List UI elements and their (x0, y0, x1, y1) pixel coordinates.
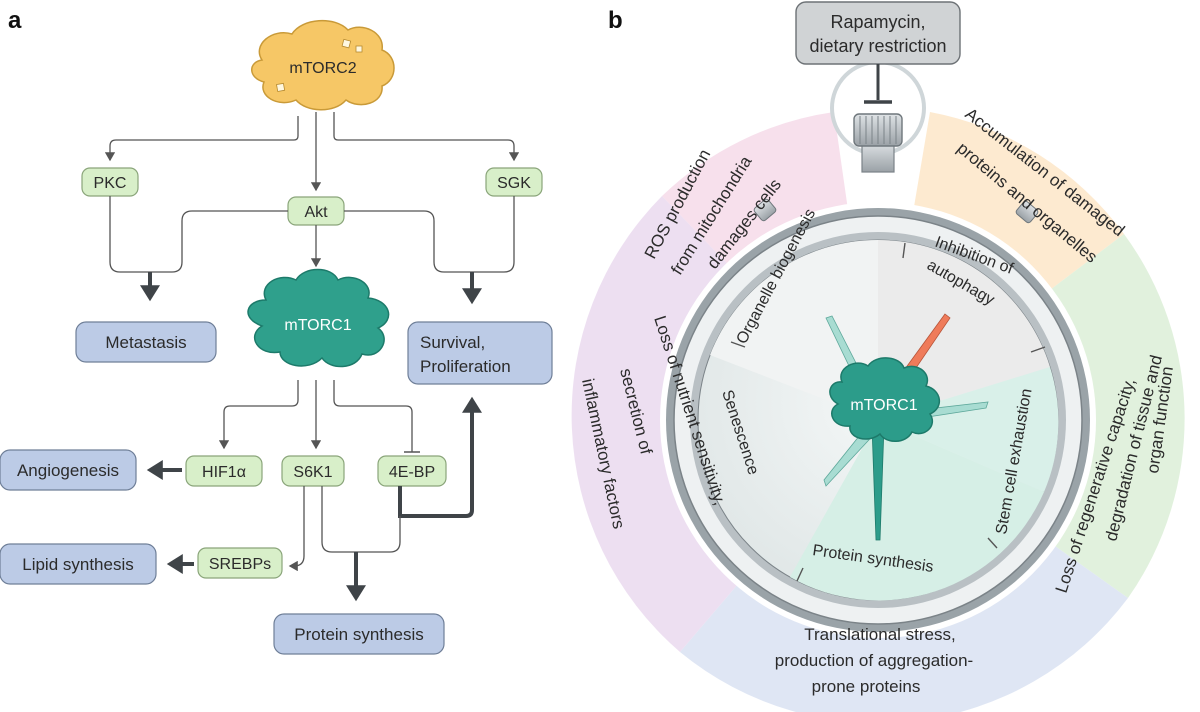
mtorc1-label-b: mTORC1 (850, 397, 917, 414)
trans-line-3: prone proteins (812, 677, 921, 696)
protein-synthesis-label: Protein synthesis (294, 625, 423, 644)
metastasis-node (75, 321, 217, 363)
label-translation: Translational stress, production of aggr… (775, 625, 973, 696)
hif1a-label: HIF1α (202, 464, 246, 481)
edge-akt-survival (344, 210, 472, 273)
edge-pkc-metastasis (109, 196, 150, 273)
s6k1-label: S6K1 (293, 464, 332, 481)
akt-label: Akt (304, 204, 328, 221)
srebps-node (197, 547, 283, 579)
rapamycin-label-2: dietary restriction (809, 36, 946, 56)
edge-s6k1-srebps (288, 486, 305, 572)
protein-synthesis-node (273, 613, 445, 655)
side-button-right (1015, 200, 1039, 224)
survival-label-2: Proliferation (420, 357, 511, 376)
mtorc1-complex-a: mTORC1 (247, 268, 390, 368)
trans-line-2: production of aggregation- (775, 651, 973, 670)
stopwatch-stem (861, 141, 895, 173)
4ebp-label: 4E-BP (389, 464, 435, 481)
dial-ticks (730, 242, 1046, 582)
edge-mtorc2-sgk (333, 112, 520, 162)
crown-grip (859, 116, 897, 144)
lipid-synthesis-node (0, 543, 157, 585)
hif1a-node (185, 455, 263, 487)
srebps-label: SREBPs (209, 556, 271, 573)
edge-4ebp-protein (356, 516, 401, 553)
edge-sgk-survival (472, 196, 515, 273)
metastasis-label: Metastasis (105, 333, 186, 352)
mtorc1-label-a: mTORC1 (284, 317, 351, 334)
mtorc1-complex-b: mTORC1 (829, 357, 940, 442)
pkc-label: PKC (94, 175, 127, 192)
survival-label-1: Survival, (420, 333, 485, 352)
side-button-left (753, 198, 777, 222)
mtorc2-complex: mTORC2 (251, 19, 395, 111)
edge-mtorc2-pkc (104, 116, 299, 162)
edge-akt-metastasis (150, 210, 288, 273)
4ebp-node (377, 455, 447, 487)
angiogenesis-label: Angiogenesis (17, 461, 119, 480)
arrow-4ebp-survival (398, 396, 482, 518)
edge-mtorc1-4ebp (333, 380, 413, 452)
edge-s6k1-protein (321, 486, 356, 553)
face-sector-protein (790, 420, 1044, 601)
survival-node (407, 321, 553, 385)
s6k1-node (281, 455, 345, 487)
sgk-label: SGK (497, 175, 531, 192)
face-sector-stem (878, 367, 1059, 492)
trans-line-1: Translational stress, (804, 625, 955, 644)
panel-label-b: b (608, 7, 623, 34)
rapamycin-label-1: Rapamycin, (830, 12, 925, 32)
face-sector-organelle (710, 239, 878, 420)
edge-mtorc1-hif1a (218, 380, 299, 450)
mtorc2-label: mTORC2 (289, 60, 356, 77)
panel-label-a: a (8, 7, 22, 34)
lipid-synthesis-label: Lipid synthesis (22, 555, 134, 574)
angiogenesis-node (0, 449, 137, 491)
